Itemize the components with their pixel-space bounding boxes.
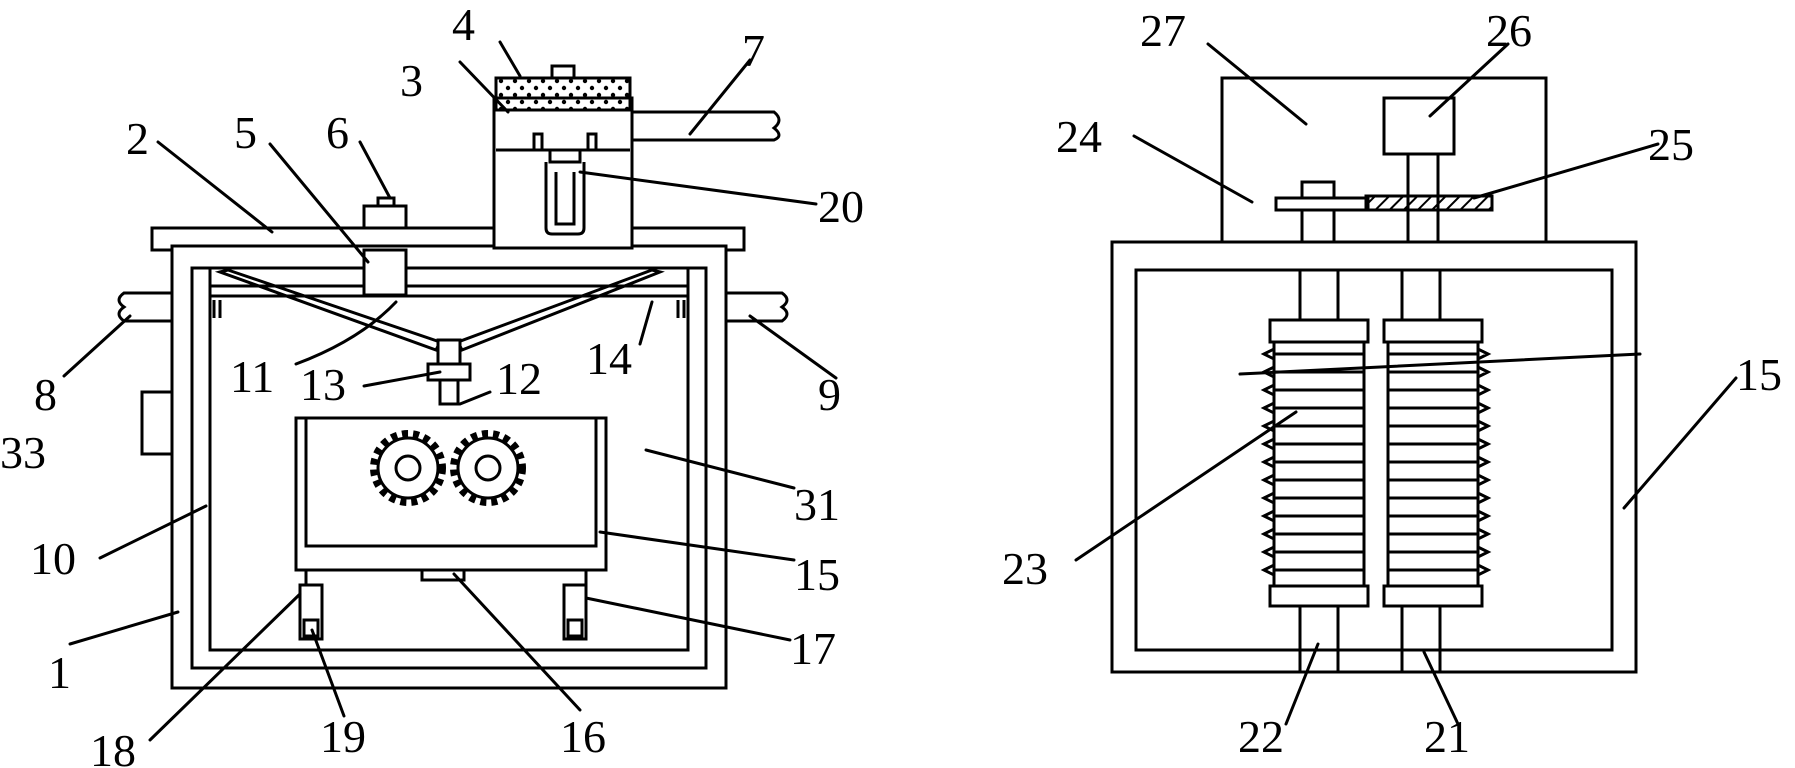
label-10: 10: [30, 533, 76, 584]
column-pin-left: [532, 132, 544, 152]
leader-lines: [62, 40, 1738, 742]
label-26: 26: [1486, 5, 1532, 56]
crusher-housing: [1110, 240, 1638, 674]
shaft-right-mid: [1400, 268, 1442, 322]
motor-block: [362, 248, 408, 297]
crusher-box-inner: [304, 416, 598, 548]
label-11: 11: [230, 351, 274, 402]
wall-bracket-right: [676, 300, 686, 318]
spindle-nozzle: [438, 378, 460, 406]
label-27: 27: [1140, 5, 1186, 56]
label-1: 1: [48, 647, 71, 698]
label-17: 17: [790, 623, 836, 674]
gear-left: [370, 430, 446, 506]
label-9: 9: [818, 369, 841, 420]
label-33: 33: [0, 427, 46, 478]
gear-24: [1274, 196, 1370, 212]
label-23: 23: [1002, 543, 1048, 594]
label-21: 21: [1424, 711, 1470, 762]
filter-cup: [548, 148, 582, 164]
label-13: 13: [300, 359, 346, 410]
right-view: [1110, 76, 1638, 674]
gear-right: [450, 430, 526, 506]
shaft-22: [1298, 604, 1340, 652]
bottom-outlet: [420, 568, 466, 582]
outlet-pipe: [690, 291, 789, 323]
label-31: 31: [794, 479, 840, 530]
label-20: 20: [818, 181, 864, 232]
filter-knob: [550, 64, 576, 80]
label-7: 7: [742, 25, 765, 76]
shaft-21: [1400, 604, 1442, 652]
label-25: 25: [1648, 119, 1694, 170]
label-3: 3: [400, 55, 423, 106]
spindle-collar: [436, 338, 462, 366]
filter-cup-body: [544, 162, 586, 236]
label-14: 14: [586, 333, 632, 384]
roller-right: [1382, 318, 1492, 608]
shaft-left-mid: [1298, 268, 1340, 322]
label-6: 6: [326, 107, 349, 158]
wheel-left: [302, 618, 320, 638]
label-24: 24: [1056, 111, 1102, 162]
control-box: [140, 390, 174, 456]
label-15-right: 15: [1736, 349, 1782, 400]
column-pin-right: [586, 132, 598, 152]
roller-left: [1260, 318, 1370, 608]
filter-cap: [494, 76, 632, 112]
wheel-right: [566, 618, 584, 638]
motor-26: [1382, 96, 1456, 156]
label-5: 5: [234, 107, 257, 158]
label-8: 8: [34, 369, 57, 420]
label-19: 19: [320, 711, 366, 762]
label-22: 22: [1238, 711, 1284, 762]
label-2: 2: [126, 113, 149, 164]
wall-bracket-left: [212, 300, 222, 318]
label-18: 18: [90, 725, 136, 768]
label-4: 4: [452, 0, 475, 50]
label-15-left: 15: [794, 549, 840, 600]
label-16: 16: [560, 711, 606, 762]
crusher-housing-inner: [1134, 268, 1614, 652]
left-view: [117, 64, 789, 690]
gear-24-hub: [1300, 180, 1336, 200]
gear-25: [1364, 194, 1494, 212]
sensor-cap: [376, 196, 396, 208]
inlet-pipe: [117, 291, 172, 323]
feed-pipe: [632, 110, 781, 142]
sensor-body: [362, 204, 408, 230]
label-12: 12: [496, 353, 542, 404]
